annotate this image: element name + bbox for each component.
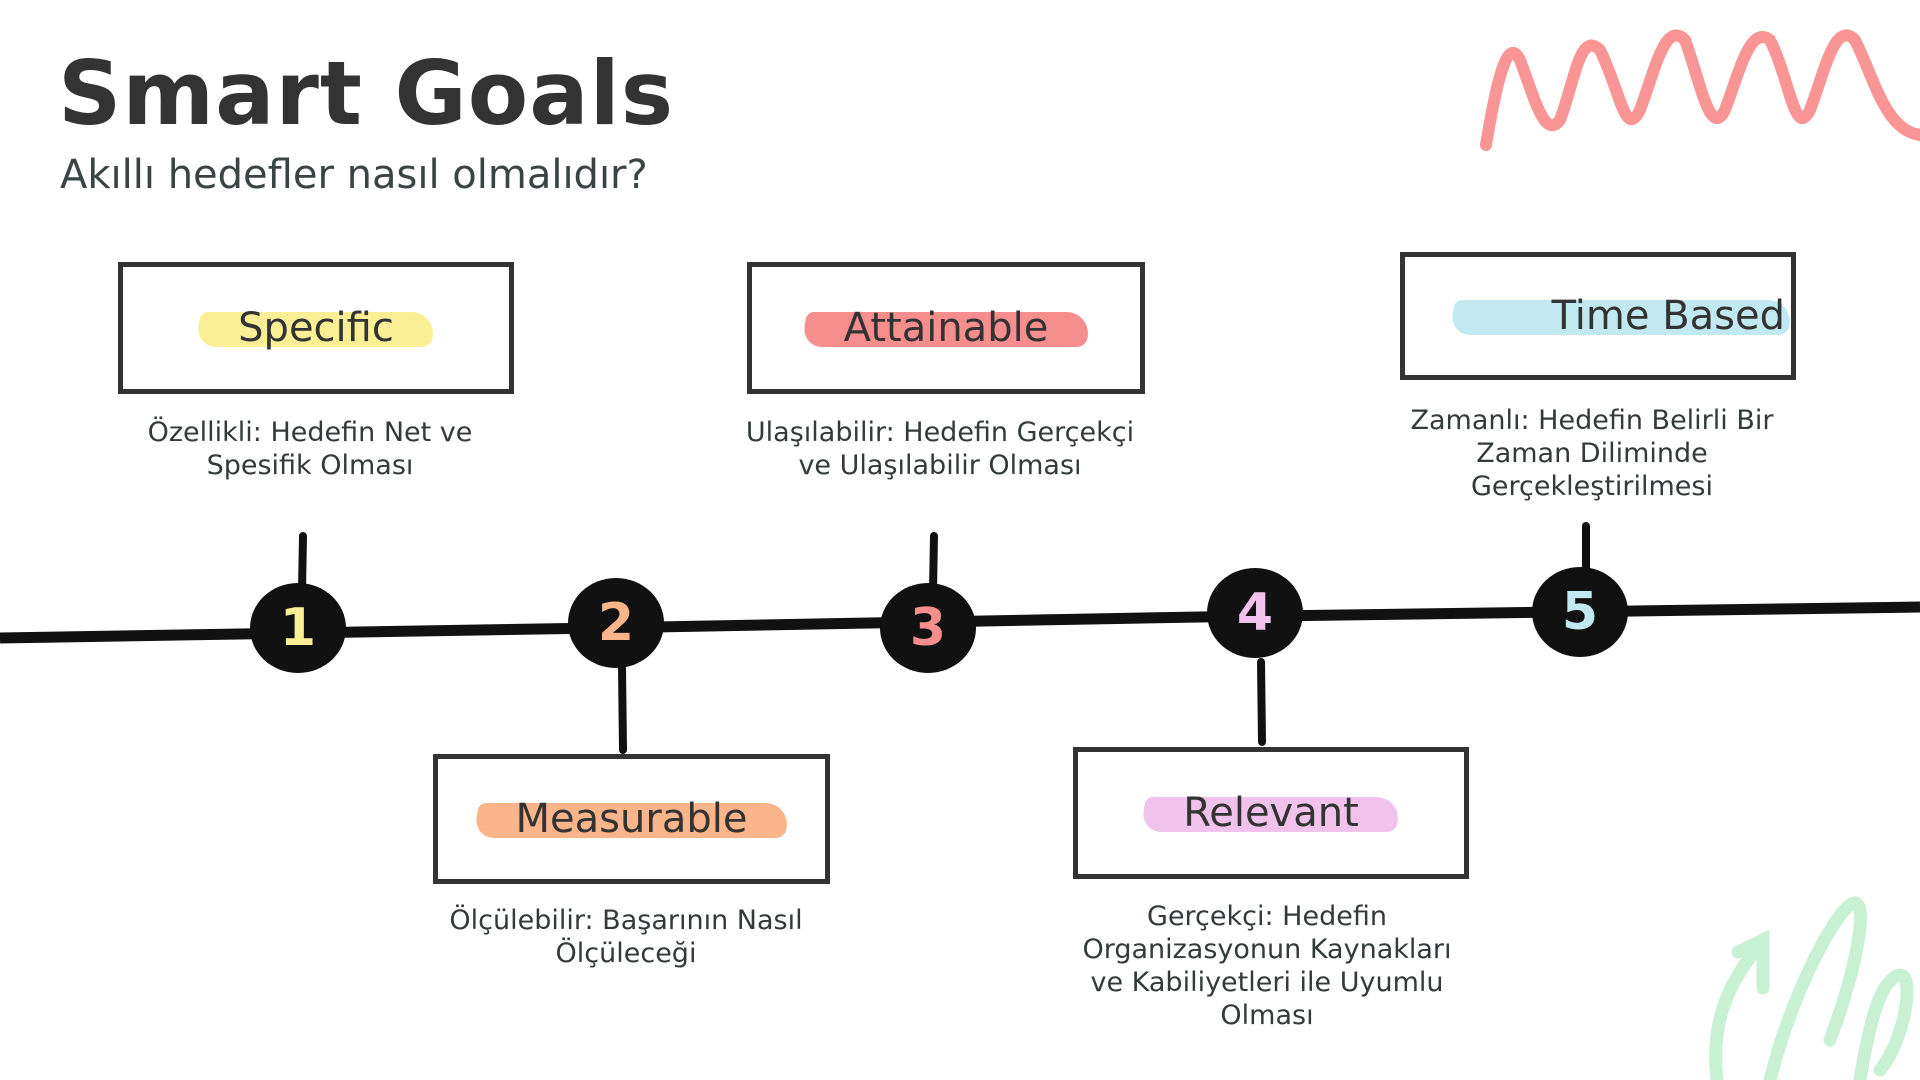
label-measurable: Measurable (515, 796, 748, 842)
box-relevant: Relevant (1073, 747, 1469, 879)
box-time-based: Time Based (1400, 252, 1796, 380)
desc-time-based: Zamanlı: Hedefin Belirli Bir Zaman Dilim… (1410, 405, 1774, 502)
label-attainable: Attainable (843, 305, 1049, 351)
desc-specific: Özellikli: Hedefin Net ve Spesifik Olmas… (147, 417, 473, 481)
label-relevant: Relevant (1183, 790, 1359, 836)
box-specific: Specific (118, 262, 514, 394)
step-number-2: 2 (568, 578, 664, 668)
label-specific: Specific (238, 305, 394, 351)
step-number-5: 5 (1532, 567, 1628, 657)
swirl-decoration (1709, 896, 1914, 1080)
box-measurable: Measurable (433, 754, 830, 884)
connectors (298, 522, 1590, 754)
label-time-based: Time Based (1551, 293, 1785, 339)
desc-attainable: Ulaşılabilir: Hedefin Gerçekçi ve Ulaşıl… (745, 417, 1135, 481)
box-attainable: Attainable (747, 262, 1145, 394)
step-number-4: 4 (1207, 568, 1303, 658)
desc-measurable: Ölçülebilir: Başarının Nasıl Ölçüleceği (449, 905, 803, 969)
step-number-1: 1 (250, 583, 346, 673)
zigzag-decoration (1480, 29, 1920, 151)
page-subtitle: Akıllı hedefler nasıl olmalıdır? (60, 152, 648, 198)
step-number-3: 3 (880, 583, 976, 673)
page-title: Smart Goals (58, 42, 675, 145)
desc-relevant: Gerçekçi: Hedefin Organizasyonun Kaynakl… (1082, 901, 1452, 1031)
